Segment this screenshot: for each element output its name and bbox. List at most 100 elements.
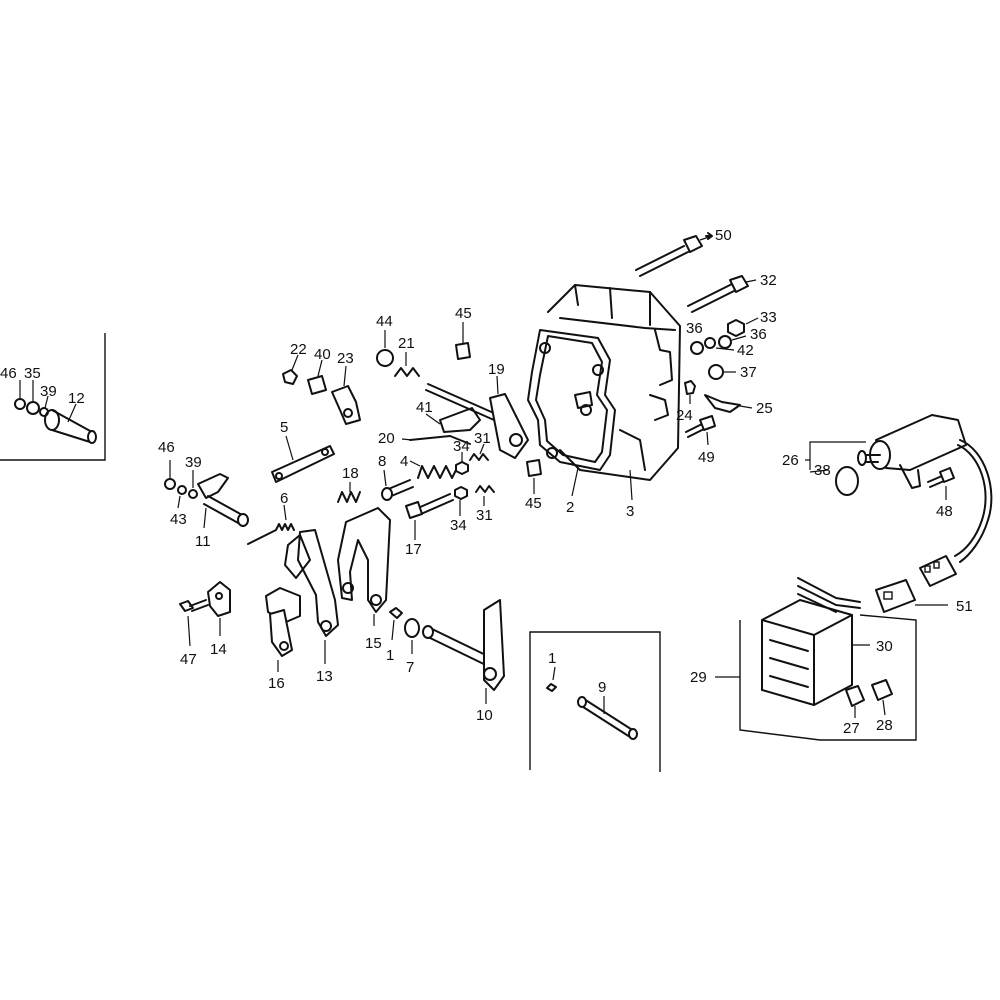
part-8-pin: [381, 469, 414, 501]
callout-35: 35: [24, 365, 41, 382]
part-39-washer: [39, 407, 49, 417]
callout-39b: 39: [185, 454, 202, 471]
callout-28: 28: [876, 717, 893, 734]
callout-24: 24: [676, 407, 693, 424]
callout-36b: 36: [750, 326, 767, 343]
callout-43: 43: [170, 511, 187, 528]
callout-25: 25: [756, 400, 773, 417]
part-46-nut-b: [164, 478, 176, 490]
part-11-shaft: [197, 473, 249, 529]
callout-34b: 34: [450, 517, 467, 534]
callout-45a: 45: [455, 305, 472, 322]
part-24-cap: [684, 380, 696, 395]
callout-13: 13: [316, 668, 333, 685]
callout-26: 26: [782, 452, 799, 469]
callout-23: 23: [337, 350, 354, 367]
callout-45b: 45: [525, 495, 542, 512]
part-14-bracket: [207, 581, 231, 636]
part-34-nut-bottom: [454, 486, 468, 500]
part-33-nut: [727, 317, 759, 337]
callout-49: 49: [698, 449, 715, 466]
part-49-bolt: [685, 415, 716, 446]
part-16-lever: [265, 587, 301, 672]
part-45-collar-bottom: [526, 459, 542, 477]
part-2-gasket: [527, 329, 616, 471]
part-12-shaft: [44, 409, 97, 444]
callout-6: 6: [280, 490, 288, 507]
part-15-lever: [337, 507, 391, 626]
part-40-collar: [307, 359, 327, 395]
callout-32: 32: [760, 272, 777, 289]
part-6-spring: [247, 504, 295, 545]
part-34-nut-top: [455, 461, 469, 475]
part-39-washer-b: [188, 489, 198, 499]
part-32-bolt: [687, 275, 757, 313]
part-30-control-unit: [761, 599, 870, 706]
callout-29: 29: [690, 669, 707, 686]
callout-46b: 46: [158, 439, 175, 456]
part-31-spring-bottom: [475, 485, 495, 493]
callout-5: 5: [280, 419, 288, 436]
part-23-bracket: [331, 365, 361, 425]
part-46-nut: [14, 398, 26, 410]
callout-33: 33: [760, 309, 777, 326]
callout-31a: 31: [474, 430, 491, 447]
callout-19: 19: [488, 361, 505, 378]
callout-48: 48: [936, 503, 953, 520]
part-19-lever: [425, 375, 529, 459]
callout-22: 22: [290, 341, 307, 358]
callout-12: 12: [68, 390, 85, 407]
callout-18: 18: [342, 465, 359, 482]
callout-15: 15: [365, 635, 382, 652]
callout-17: 17: [405, 541, 422, 558]
callout-10: 10: [476, 707, 493, 724]
part-37-seal: [708, 364, 724, 380]
part-35-washer: [26, 401, 40, 415]
part-45-collar-top: [455, 342, 471, 360]
part-36-washer: [690, 341, 704, 355]
callout-34a: 34: [453, 438, 470, 455]
callout-14: 14: [210, 641, 227, 658]
callout-7: 7: [406, 659, 414, 676]
part-31-spring-top: [469, 453, 489, 461]
callout-47: 47: [180, 651, 197, 668]
part-36b-washer: [718, 335, 732, 349]
part-1-clip-main: [389, 607, 403, 619]
part-18-spring: [337, 482, 361, 503]
callout-44: 44: [376, 313, 393, 330]
callout-38: 38: [814, 462, 831, 479]
part-13-lever: [284, 529, 339, 664]
callout-3: 3: [626, 503, 634, 520]
inset-control-unit: [715, 614, 917, 741]
inset-left: [0, 333, 106, 461]
callout-9: 9: [598, 679, 606, 696]
callout-39a: 39: [40, 383, 57, 400]
part-21-spring: [394, 352, 420, 377]
callout-11: 11: [195, 533, 211, 550]
callout-20: 20: [378, 430, 395, 447]
callout-46a: 46: [0, 365, 17, 382]
part-7-washer: [404, 618, 420, 638]
callout-41: 41: [416, 399, 433, 416]
callout-16: 16: [268, 675, 285, 692]
callout-27: 27: [843, 720, 860, 737]
callout-21: 21: [398, 335, 415, 352]
callout-50: 50: [715, 227, 732, 244]
part-10-shaft-lever: [422, 599, 505, 704]
part-43-washer: [177, 485, 187, 495]
part-17-bolt: [405, 493, 454, 540]
callout-36a: 36: [686, 320, 703, 337]
part-44-washer: [376, 349, 394, 367]
callout-8: 8: [378, 453, 386, 470]
part-1-clip: [546, 683, 557, 692]
callout-31b: 31: [476, 507, 493, 524]
part-47-bolt: [179, 599, 209, 647]
part-25-clip: [704, 394, 741, 413]
part-42-washer: [704, 337, 716, 349]
part-5-link: [271, 435, 335, 483]
part-38-oring: [835, 466, 859, 496]
part-9-pin: [577, 696, 638, 740]
part-51-harness: [797, 577, 948, 613]
part-3-housing: [547, 284, 681, 481]
